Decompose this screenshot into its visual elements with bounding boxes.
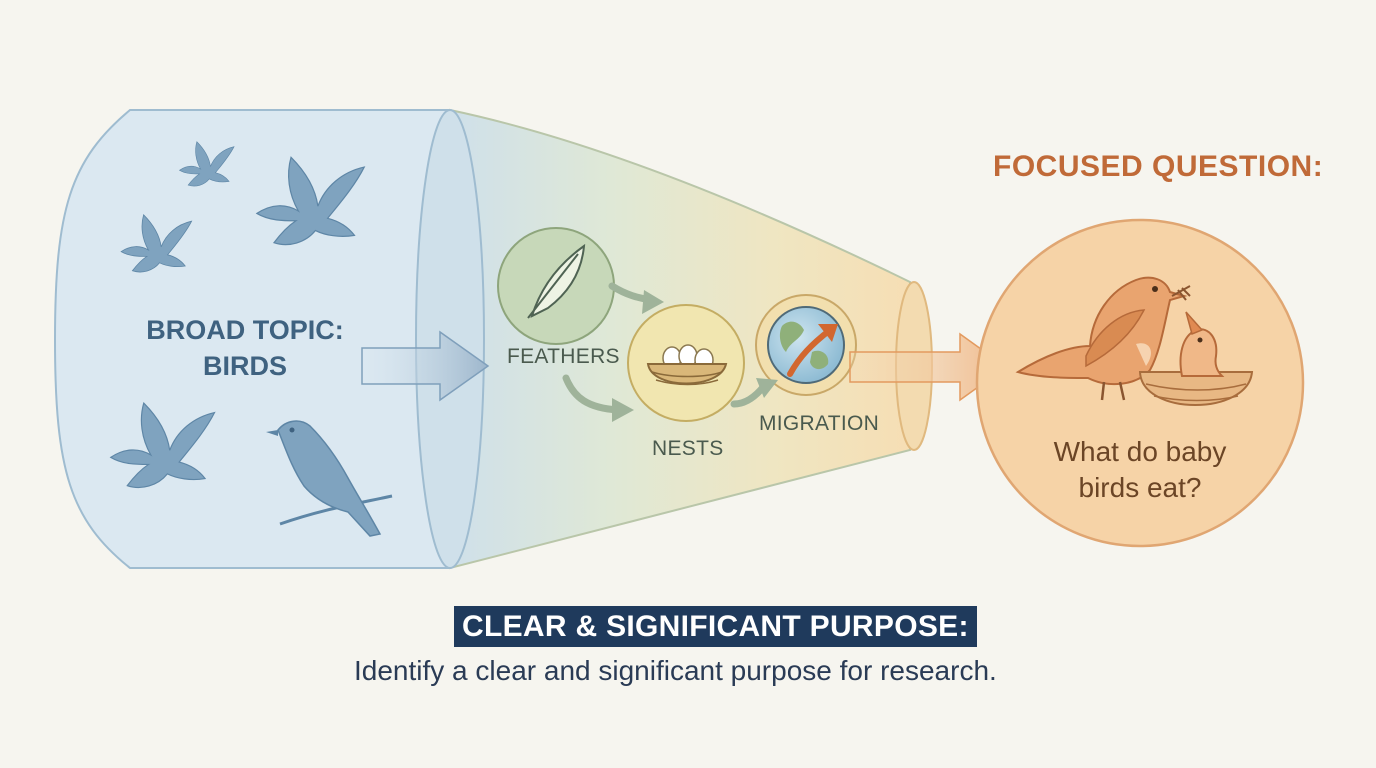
migration-label: MIGRATION bbox=[759, 412, 880, 435]
question-line1: What do baby bbox=[1053, 436, 1227, 467]
focused-question-circle bbox=[975, 218, 1305, 548]
broad-to-subtopics-arrow bbox=[361, 330, 490, 402]
focused-question-text: What do baby birds eat? bbox=[1020, 434, 1260, 506]
migration-circle bbox=[755, 294, 857, 396]
nests-label: NESTS bbox=[652, 437, 724, 460]
feathers-circle bbox=[497, 227, 615, 345]
perched-bird-icon bbox=[266, 420, 393, 537]
focused-question-title: FOCUSED QUESTION: bbox=[993, 150, 1324, 183]
broad-topic-label: BROAD TOPIC: BIRDS bbox=[100, 312, 390, 384]
question-line2: birds eat? bbox=[1078, 472, 1202, 503]
broad-topic-line1: BROAD TOPIC: bbox=[146, 315, 344, 345]
globe-arrow-icon bbox=[767, 306, 845, 384]
purpose-title: CLEAR & SIGNIFICANT PURPOSE: bbox=[454, 606, 977, 647]
nest-with-eggs-icon bbox=[646, 344, 728, 386]
nests-circle bbox=[627, 304, 745, 422]
mother-bird-feeding-chick-icon bbox=[1015, 276, 1254, 406]
broad-topic-line2: BIRDS bbox=[202, 351, 287, 381]
feather-icon bbox=[527, 243, 586, 319]
purpose-subtitle: Identify a clear and significant purpose… bbox=[354, 655, 997, 686]
feathers-label: FEATHERS bbox=[507, 345, 620, 368]
